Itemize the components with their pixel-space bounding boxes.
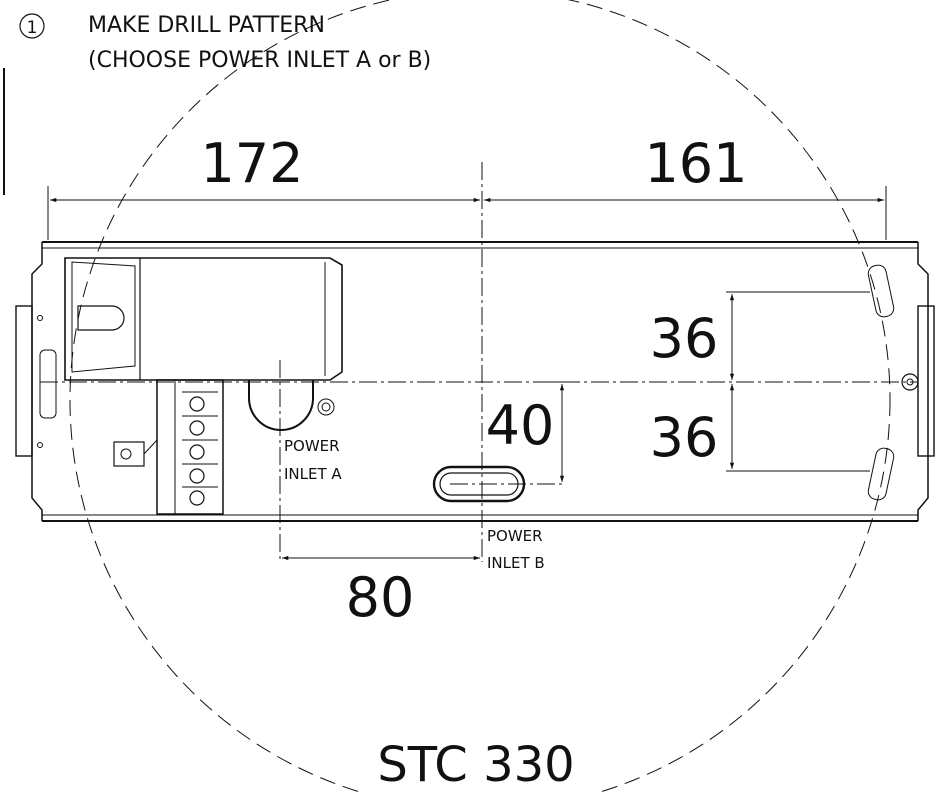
cutout-circle [69, 0, 891, 792]
dim-36-upper-value: 36 [650, 307, 719, 370]
step-indicator: 1 MAKE DRILL PATTERN (CHOOSE POWER INLET… [19, 13, 431, 73]
ground-tab [113, 441, 145, 467]
left-end-bracket [15, 305, 57, 457]
dimension-lines [47, 186, 887, 561]
dim-80-value: 80 [346, 566, 415, 629]
step-subtitle: (CHOOSE POWER INLET A or B) [88, 48, 431, 73]
dim-161-value: 161 [644, 132, 747, 195]
step-number: 1 [27, 18, 38, 38]
step-number-circle [19, 13, 45, 39]
inlet-a-label-line2: INLET A [284, 465, 342, 483]
inlet-b-label-line1: POWER [487, 527, 543, 545]
model-name: STC 330 [377, 737, 574, 792]
dim-36-lower-value: 36 [650, 406, 719, 469]
dim-40-value: 40 [486, 394, 555, 457]
power-inlet-a [248, 380, 335, 431]
fixture-housing [31, 241, 929, 522]
inlet-a-label-line1: POWER [284, 437, 340, 455]
inlet-b-label-line2: INLET B [487, 554, 545, 572]
dim-172-value: 172 [200, 132, 303, 195]
terminal-block [113, 379, 224, 515]
center-lines [40, 162, 918, 562]
step-title: MAKE DRILL PATTERN [88, 13, 325, 38]
driver-box [64, 257, 343, 381]
